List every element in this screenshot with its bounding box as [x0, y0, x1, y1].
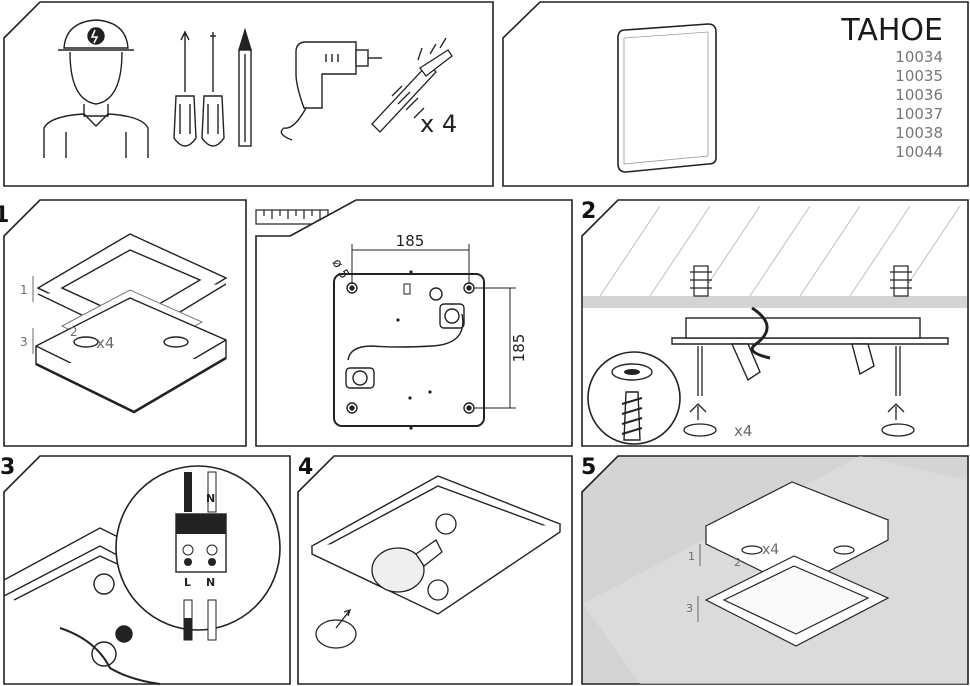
step-number: 1: [0, 203, 9, 228]
step-number: 3: [0, 455, 15, 480]
screw-icon: [683, 346, 915, 437]
step-number: 4: [298, 455, 313, 480]
mounting-holes: [346, 282, 475, 414]
step-number: 2: [581, 199, 596, 224]
lamp-frame: [704, 555, 890, 647]
lamp-holder: [345, 287, 465, 389]
wall-plug-icon: [690, 265, 912, 297]
step3-panel: 3 L N L N: [0, 455, 291, 685]
detail-magnifier: [587, 351, 681, 445]
step2-panel: 2: [581, 199, 969, 447]
plug-quantity-label: x 4: [420, 110, 457, 138]
step5-panel: 5 1 2 3 x4: [581, 455, 969, 685]
product-code: 10037: [895, 105, 943, 123]
screw-count-label: x4: [734, 422, 752, 440]
dimension-vertical: 185: [510, 334, 528, 363]
lamp-base: [3, 527, 161, 685]
brand-title: TAHOE: [840, 13, 943, 48]
part-label: 1: [688, 550, 695, 563]
rotate-arrow-icon: [315, 608, 357, 649]
product-panel: TAHOE 10034 10035 10036 10037 10038 1004…: [502, 1, 969, 187]
product-code: 10044: [895, 143, 943, 161]
step1-panel: 1 1 2 3 x4: [0, 199, 247, 447]
terminal-labels: L N L N: [184, 492, 215, 589]
terminal-label-live: L: [184, 576, 191, 589]
template-panel: 185 185 ø 5: [255, 199, 573, 447]
pencil-icon: [238, 27, 252, 147]
part-label: 3: [686, 602, 693, 615]
step-number: 5: [581, 455, 596, 480]
screwdriver-icon: [173, 30, 225, 147]
terminal-label-live: L: [184, 492, 191, 505]
product-code: 10035: [895, 67, 943, 85]
electrician-icon: [43, 19, 149, 158]
part-label: 3: [20, 335, 28, 349]
terminal-label-neutral: N: [206, 492, 215, 505]
product-image: [617, 23, 717, 173]
step4-panel: 4: [297, 455, 573, 685]
terminal-detail: [115, 465, 281, 641]
mounting-plate: [671, 306, 949, 382]
screw-count-label: x4: [96, 334, 114, 352]
part-labels: 1 2 3: [686, 544, 741, 622]
part-label: 2: [70, 325, 78, 339]
dimension-horizontal: 185: [396, 232, 425, 250]
product-code: 10038: [895, 124, 943, 142]
product-code: 10034: [895, 48, 943, 66]
plate-details: [396, 270, 432, 430]
mounting-plate: [333, 273, 485, 427]
lamp-base: [35, 297, 227, 414]
part-labels: 1 2 3: [20, 276, 78, 354]
part-label: 1: [20, 283, 28, 297]
part-label: 2: [734, 556, 741, 569]
drill-icon: [280, 41, 382, 141]
terminal-label-neutral: N: [206, 576, 215, 589]
wall-plug-icon: [371, 37, 453, 133]
screw-count-label: x4: [762, 542, 779, 558]
wire-path: [347, 313, 464, 361]
lamp-base: [704, 481, 890, 589]
ceiling: [583, 205, 967, 308]
dimension-lines: [351, 244, 516, 409]
product-code-list: 10034 10035 10036 10037 10038 10044: [895, 48, 943, 161]
tools-panel: x 4: [3, 1, 494, 187]
product-code: 10036: [895, 86, 943, 104]
light-bulb-icon: [371, 513, 457, 601]
